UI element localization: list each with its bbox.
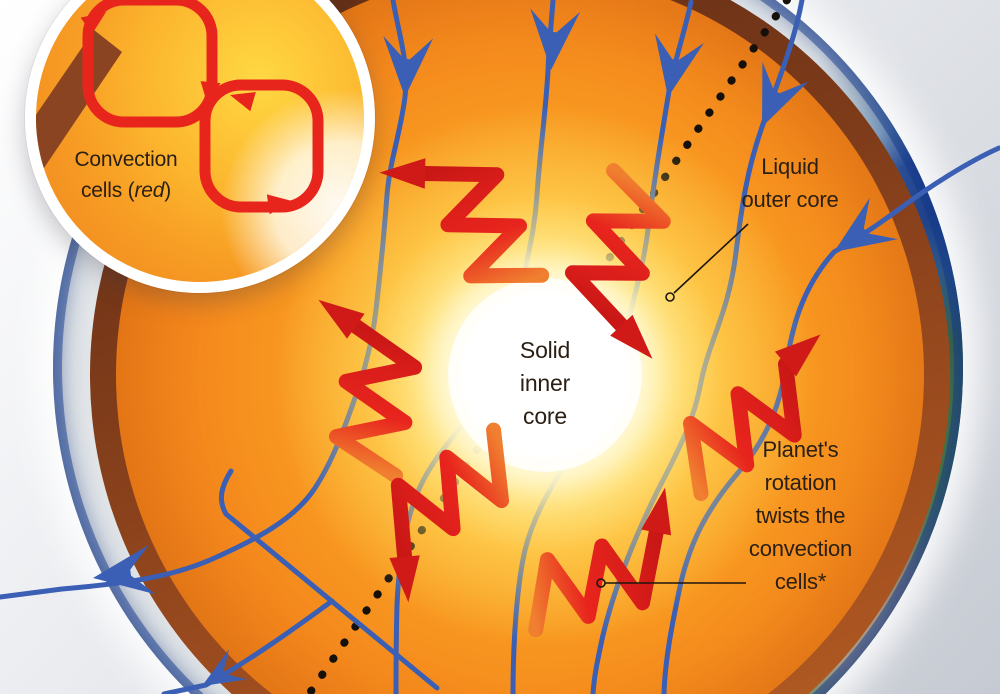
convection-spiral xyxy=(550,171,716,359)
inset-label-line2: cells (red) xyxy=(80,179,171,202)
label-line: convection xyxy=(748,536,853,561)
spiral-arrow-icon xyxy=(379,158,426,189)
convection-loop xyxy=(82,0,218,128)
convection-loop xyxy=(199,79,324,213)
inset-graphics xyxy=(36,0,364,282)
loop-arrow-icon xyxy=(200,81,221,106)
label-line: outer core xyxy=(741,187,839,212)
convection-spiral xyxy=(356,430,546,603)
label-line: core xyxy=(523,403,567,429)
label-line: Solid xyxy=(519,337,571,363)
label-line: twists the xyxy=(755,503,846,528)
loop-arrow-icon xyxy=(230,92,256,112)
spiral-arrow-icon xyxy=(318,299,365,339)
leader-dot xyxy=(596,578,606,588)
solid-inner-core-label: Solid inner core xyxy=(455,334,635,433)
label-line: rotation xyxy=(764,470,837,495)
convection-spiral xyxy=(512,487,688,630)
convection-spiral xyxy=(318,299,428,476)
label-line: cells* xyxy=(774,569,827,594)
spiral-arrow-icon xyxy=(389,555,420,603)
convection-spiral xyxy=(379,131,541,318)
inset-mantle-band xyxy=(36,30,122,168)
inset-label: Convection cells (red) xyxy=(38,144,214,206)
spiral-arrow-icon xyxy=(774,334,821,377)
loop-arrow-icon xyxy=(266,194,292,215)
loop-arrow-icon xyxy=(80,12,106,34)
liquid-outer-core-label: Liquid outer core xyxy=(700,150,880,216)
spiral-arrow-icon xyxy=(610,314,653,359)
inset-label-line1: Convection xyxy=(74,148,178,171)
field-line xyxy=(218,468,440,691)
label-line: inner xyxy=(519,370,571,396)
inset-core-glow xyxy=(221,89,364,282)
leader-dot xyxy=(665,292,675,302)
inset-circle: Convection cells (red) xyxy=(25,0,375,293)
leader-line xyxy=(673,223,749,294)
rotation-note-label: Planet's rotation twists the convection … xyxy=(708,433,893,598)
label-line: Liquid xyxy=(761,154,819,179)
convection-spiral xyxy=(658,334,859,494)
label-line: Planet's xyxy=(762,437,839,462)
spiral-arrow-icon xyxy=(641,487,672,536)
